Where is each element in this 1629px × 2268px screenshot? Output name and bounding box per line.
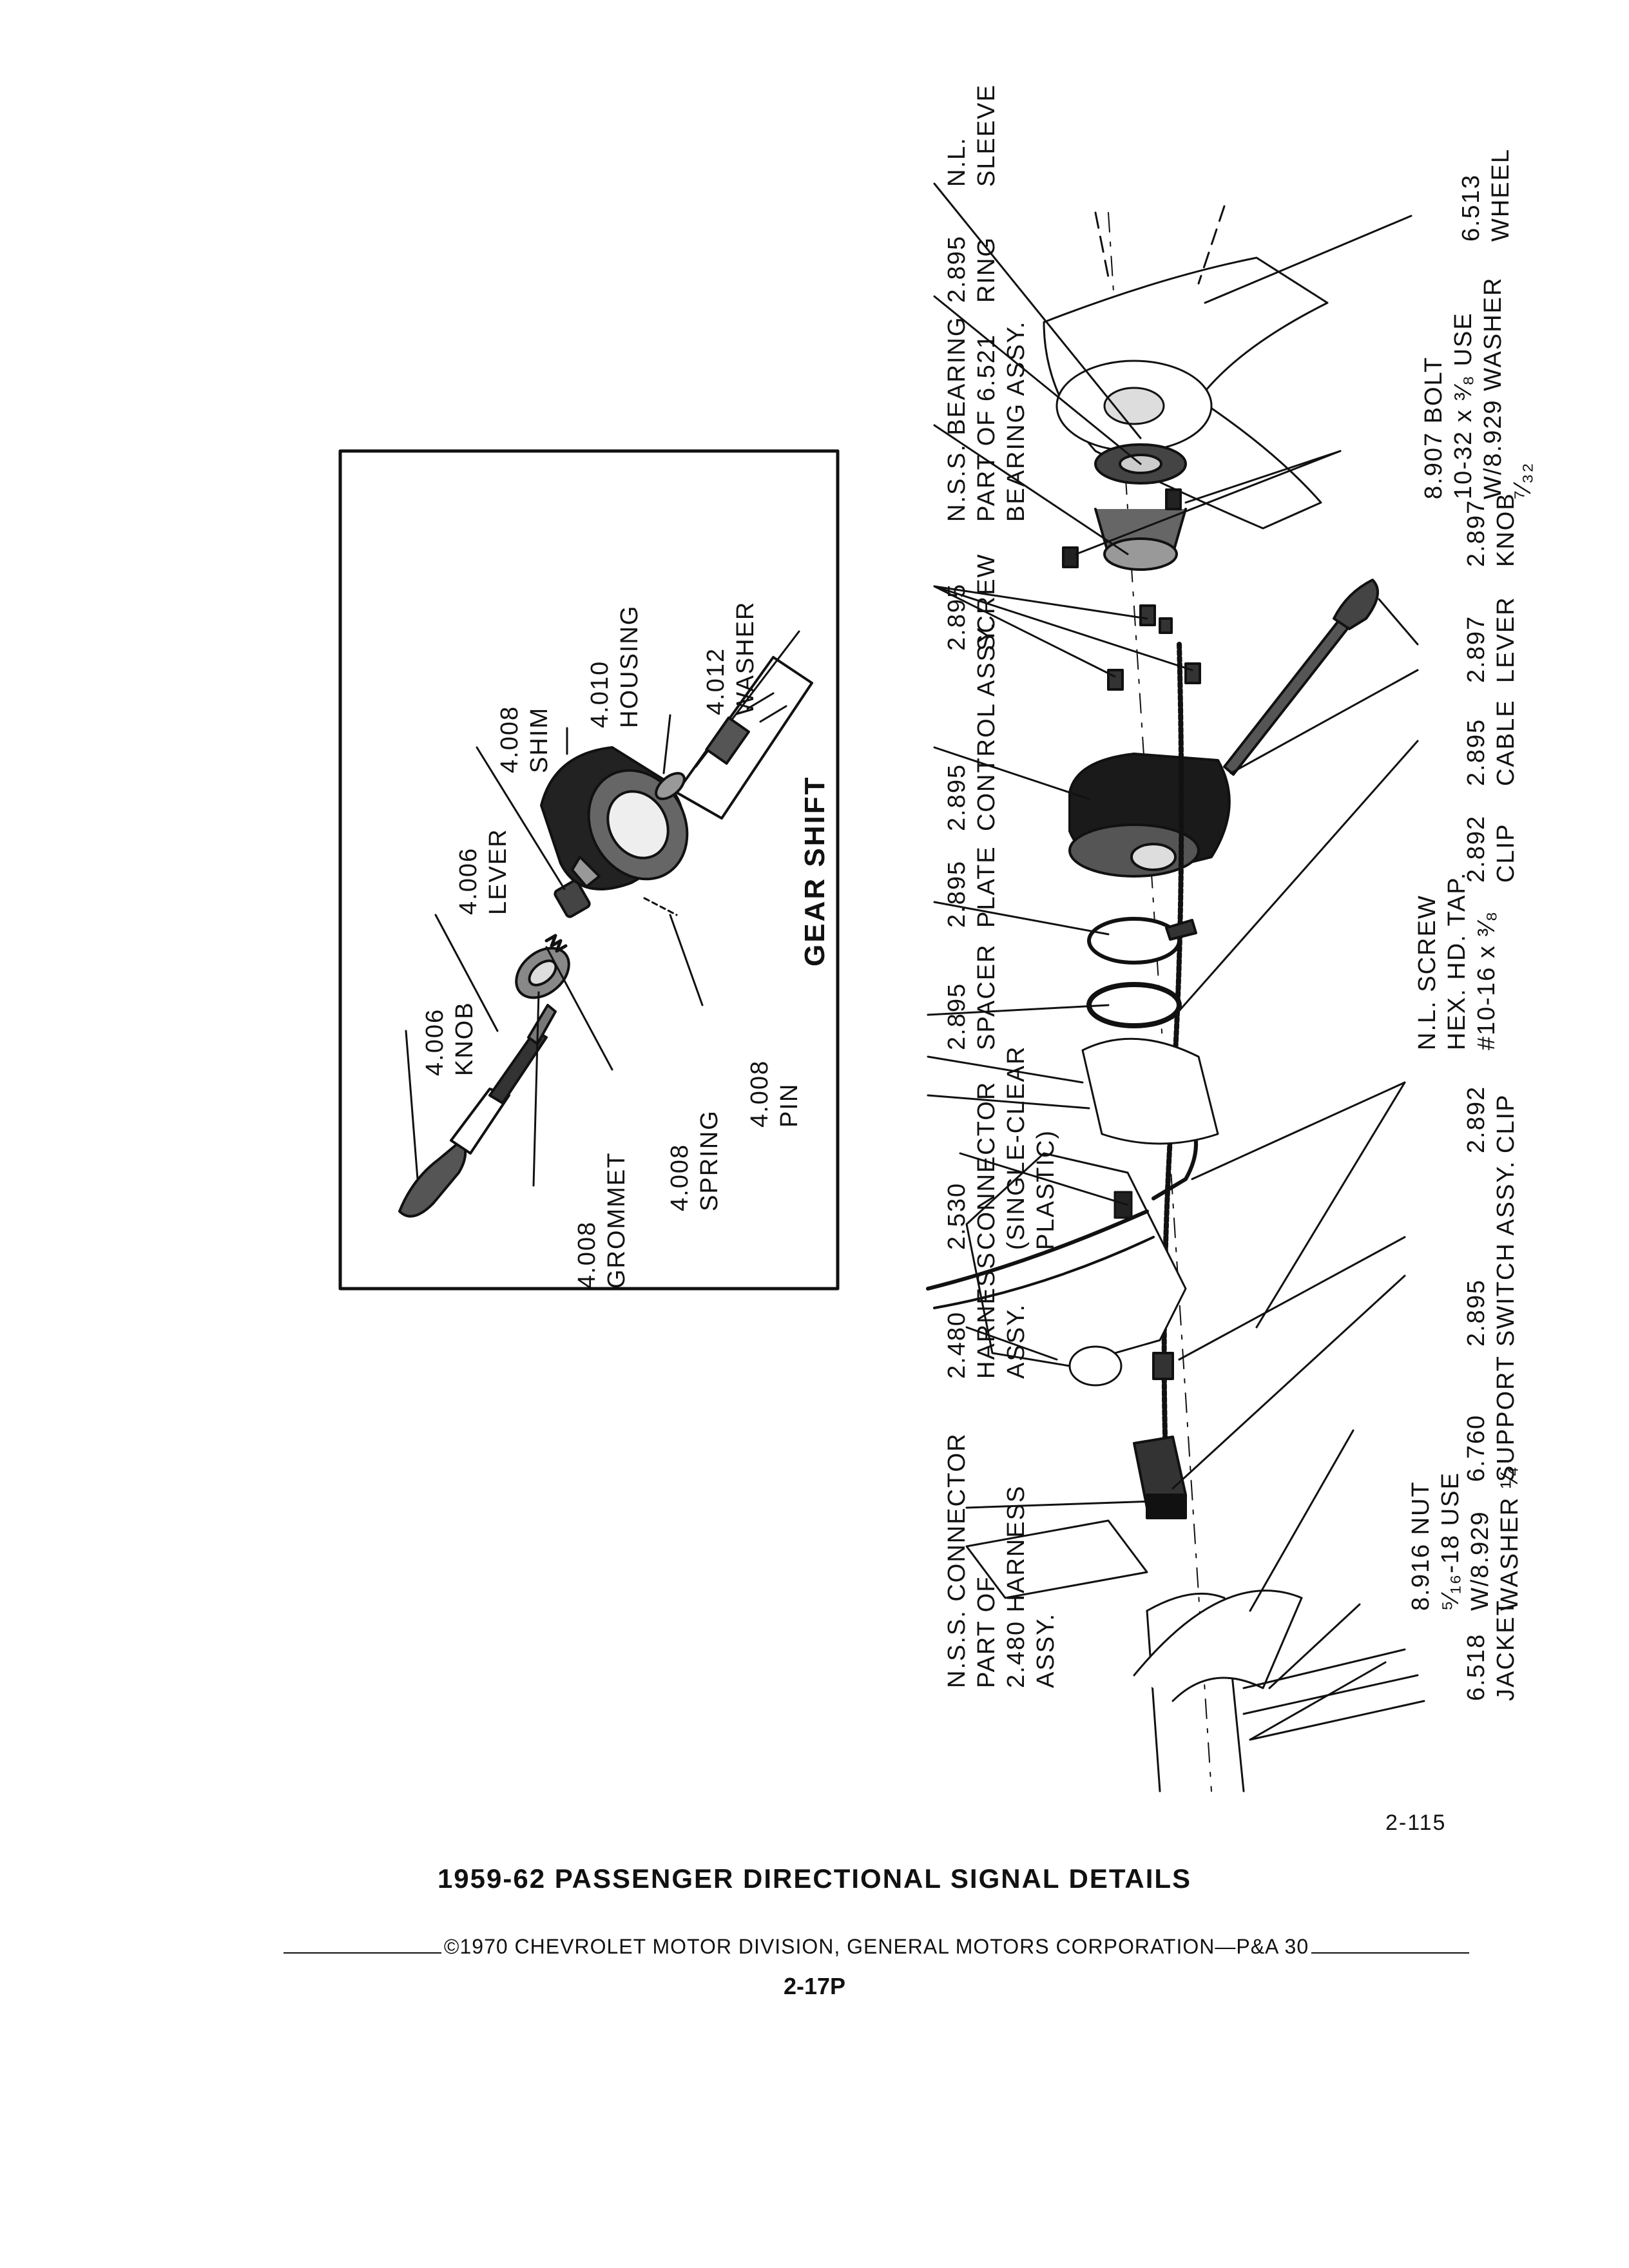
gear-shift-housing: [540, 746, 689, 890]
gear-shift-washer: [655, 772, 686, 800]
gear-shift-knob-lever: [398, 1004, 557, 1218]
bolt-washers: [1062, 488, 1182, 568]
gear-shift-inset-frame: [338, 449, 840, 1291]
inset-title: GEAR SHIFT: [799, 775, 831, 966]
page-number: 2-17P: [783, 1973, 846, 1999]
directional-lever: [1223, 579, 1379, 776]
switch-assembly: [1133, 1352, 1187, 1519]
gear-shift-grommet: [515, 947, 570, 999]
support-bracket: [965, 1519, 1148, 1599]
control-assembly: [1068, 753, 1231, 878]
gear-shift-pin: [643, 897, 678, 916]
plate: [1087, 917, 1197, 965]
column-jacket: [1133, 1590, 1425, 1792]
figure-number: 2-115: [1385, 1811, 1447, 1835]
main-leader-lines: [927, 182, 1419, 1741]
gear-shift-shim: [554, 879, 591, 918]
wiring-harness: [926, 1152, 1187, 1387]
footer-rule-left: [284, 1952, 441, 1954]
spacer: [1086, 982, 1182, 1028]
inset-leader-lines: [405, 714, 704, 1187]
copyright-footer: ©1970 CHEVROLET MOTOR DIVISION, GENERAL …: [284, 1927, 1469, 1959]
label-sleeve: N.L.SLEEVE: [943, 84, 1000, 187]
steering-wheel: [1043, 205, 1329, 530]
column-shroud: [927, 1037, 1219, 1145]
gear-shift-spring: [545, 934, 568, 953]
footer-text: ©1970 CHEVROLET MOTOR DIVISION, GENERAL …: [443, 1935, 1309, 1958]
gear-shift-column-tube: [675, 630, 813, 820]
figure-caption: 1959-62 PASSENGER DIRECTIONAL SIGNAL DET…: [437, 1863, 1192, 1894]
footer-rule-right: [1311, 1952, 1469, 1954]
